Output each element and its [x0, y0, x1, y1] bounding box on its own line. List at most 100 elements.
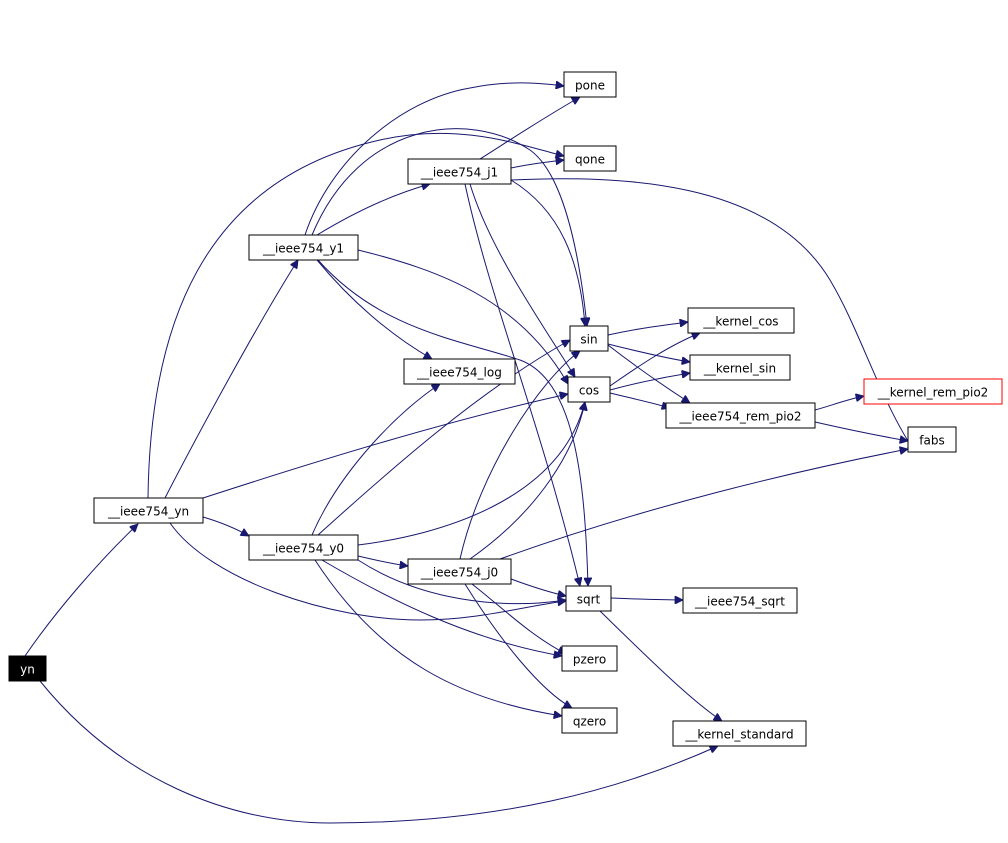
node-sqrt[interactable]: sqrt [565, 585, 612, 612]
node-label: __ieee754_j0 [420, 566, 498, 580]
edge-path [479, 97, 580, 160]
node-box [8, 655, 47, 682]
node-label: __kernel_standard [684, 728, 793, 742]
node-yn[interactable]: yn [8, 655, 47, 682]
edge-path [607, 322, 688, 336]
node-ieee754-j1[interactable]: __ieee754_j1 [407, 158, 512, 185]
edge-path [357, 559, 566, 604]
node-pone[interactable]: pone [563, 71, 617, 98]
edge-ieee754_j0-to-qzero [464, 583, 572, 708]
edge-path [314, 559, 562, 716]
edge-path [610, 598, 683, 600]
edge-ieee754_y0-to-sin [317, 339, 570, 536]
edge-path [357, 555, 408, 566]
node-box [93, 497, 204, 524]
edge-path [510, 578, 566, 596]
node-box [665, 402, 816, 429]
node-qzero[interactable]: qzero [561, 707, 618, 734]
edge-layer [24, 83, 915, 824]
edge-path [814, 421, 908, 441]
node-qone[interactable]: qone [563, 145, 617, 172]
node-ieee754-sqrt[interactable]: __ieee754_sqrt [682, 587, 798, 614]
node-label: sqrt [577, 593, 601, 607]
edge-path [510, 160, 564, 169]
node-box [561, 645, 618, 672]
node-ieee754-log[interactable]: __ieee754_log [403, 358, 516, 385]
edge-path [609, 392, 670, 408]
node-box [563, 145, 617, 172]
node-label: __kernel_sin [703, 362, 776, 376]
node-box [561, 707, 618, 734]
edge-path [469, 183, 575, 377]
node-label: __ieee754_j1 [420, 166, 498, 180]
node-box [689, 354, 791, 381]
node-box [682, 587, 798, 614]
node-label: cos [579, 384, 599, 398]
edge-ieee754_j0-to-cos [469, 402, 585, 560]
edge-sin-to-ieee754_rem_pio2 [607, 344, 690, 403]
node-fabs[interactable]: fabs [907, 426, 957, 453]
edge-path [164, 260, 298, 499]
edge-sqrt-to-kernel_standard [599, 610, 722, 721]
edge-ieee754_rem_pio2-to-kernel_rem_pio2 [814, 396, 864, 411]
edge-ieee754_y1-to-sqrt [317, 259, 588, 586]
edge-path [202, 516, 249, 536]
edge-path [464, 583, 572, 708]
edge-path [609, 373, 690, 391]
node-sin[interactable]: sin [569, 325, 609, 352]
node-ieee754-y0[interactable]: __ieee754_y0 [248, 534, 359, 561]
node-kernel-standard[interactable]: __kernel_standard [672, 720, 807, 747]
node-label: yn [20, 663, 35, 677]
node-box [672, 720, 807, 747]
node-label: __ieee754_y0 [262, 542, 344, 556]
node-label: __ieee754_y1 [262, 242, 344, 256]
node-pzero[interactable]: pzero [561, 645, 618, 672]
edge-sin-to-kernel_cos [607, 322, 688, 336]
node-ieee754-yn[interactable]: __ieee754_yn [93, 497, 204, 524]
edge-cos-to-kernel_sin [609, 373, 690, 391]
edge-path [316, 259, 432, 359]
edge-ieee754_rem_pio2-to-fabs [814, 421, 908, 441]
edge-ieee754_j1-to-sqrt [464, 183, 580, 586]
edge-ieee754_j1-to-sin [510, 179, 585, 326]
edge-ieee754_j0-to-pzero [471, 583, 566, 655]
edge-yn-to-kernel_standard [39, 680, 718, 824]
node-ieee754-rem-pio2[interactable]: __ieee754_rem_pio2 [665, 402, 816, 429]
edge-sqrt-to-ieee754_sqrt [610, 598, 683, 600]
edge-yn-to-ieee754_yn [24, 524, 138, 657]
edge-ieee754_y1-to-cos [357, 249, 568, 384]
node-ieee754-y1[interactable]: __ieee754_y1 [248, 234, 359, 261]
node-box [248, 234, 359, 261]
edge-path [471, 583, 566, 655]
node-box [565, 585, 612, 612]
edge-ieee754_y0-to-pzero [321, 559, 562, 656]
edge-path [321, 559, 562, 656]
edge-cos-to-kernel_cos [609, 333, 700, 387]
edge-path [317, 259, 588, 586]
node-box [403, 358, 516, 385]
edge-path [607, 344, 690, 403]
edge-path [311, 128, 587, 326]
edge-ieee754_yn-to-ieee754_y0 [202, 516, 249, 536]
node-box [248, 534, 359, 561]
node-label: pzero [573, 653, 606, 667]
edge-ieee754_yn-to-cos [202, 394, 568, 499]
node-box [863, 378, 1003, 405]
node-box [407, 158, 512, 185]
edge-path [459, 351, 580, 560]
edge-path [202, 394, 568, 499]
edge-path [39, 680, 718, 824]
node-label: __ieee754_sqrt [694, 595, 785, 609]
node-layer: yn __ieee754_yn __ieee754_y1 __ieee754_y0 __… [8, 71, 1003, 747]
node-kernel-rem-pio2[interactable]: __kernel_rem_pio2 [863, 378, 1003, 405]
node-kernel-cos[interactable]: __kernel_cos [687, 307, 795, 334]
node-cos[interactable]: cos [567, 376, 611, 403]
edge-path [357, 402, 585, 546]
edge-ieee754_y0-to-sqrt [357, 559, 566, 604]
node-kernel-sin[interactable]: __kernel_sin [689, 354, 791, 381]
node-ieee754-j0[interactable]: __ieee754_j0 [407, 558, 512, 585]
node-label: fabs [919, 434, 944, 448]
node-label: __kernel_cos [702, 315, 778, 329]
edge-ieee754_yn-to-sqrt [169, 522, 566, 621]
